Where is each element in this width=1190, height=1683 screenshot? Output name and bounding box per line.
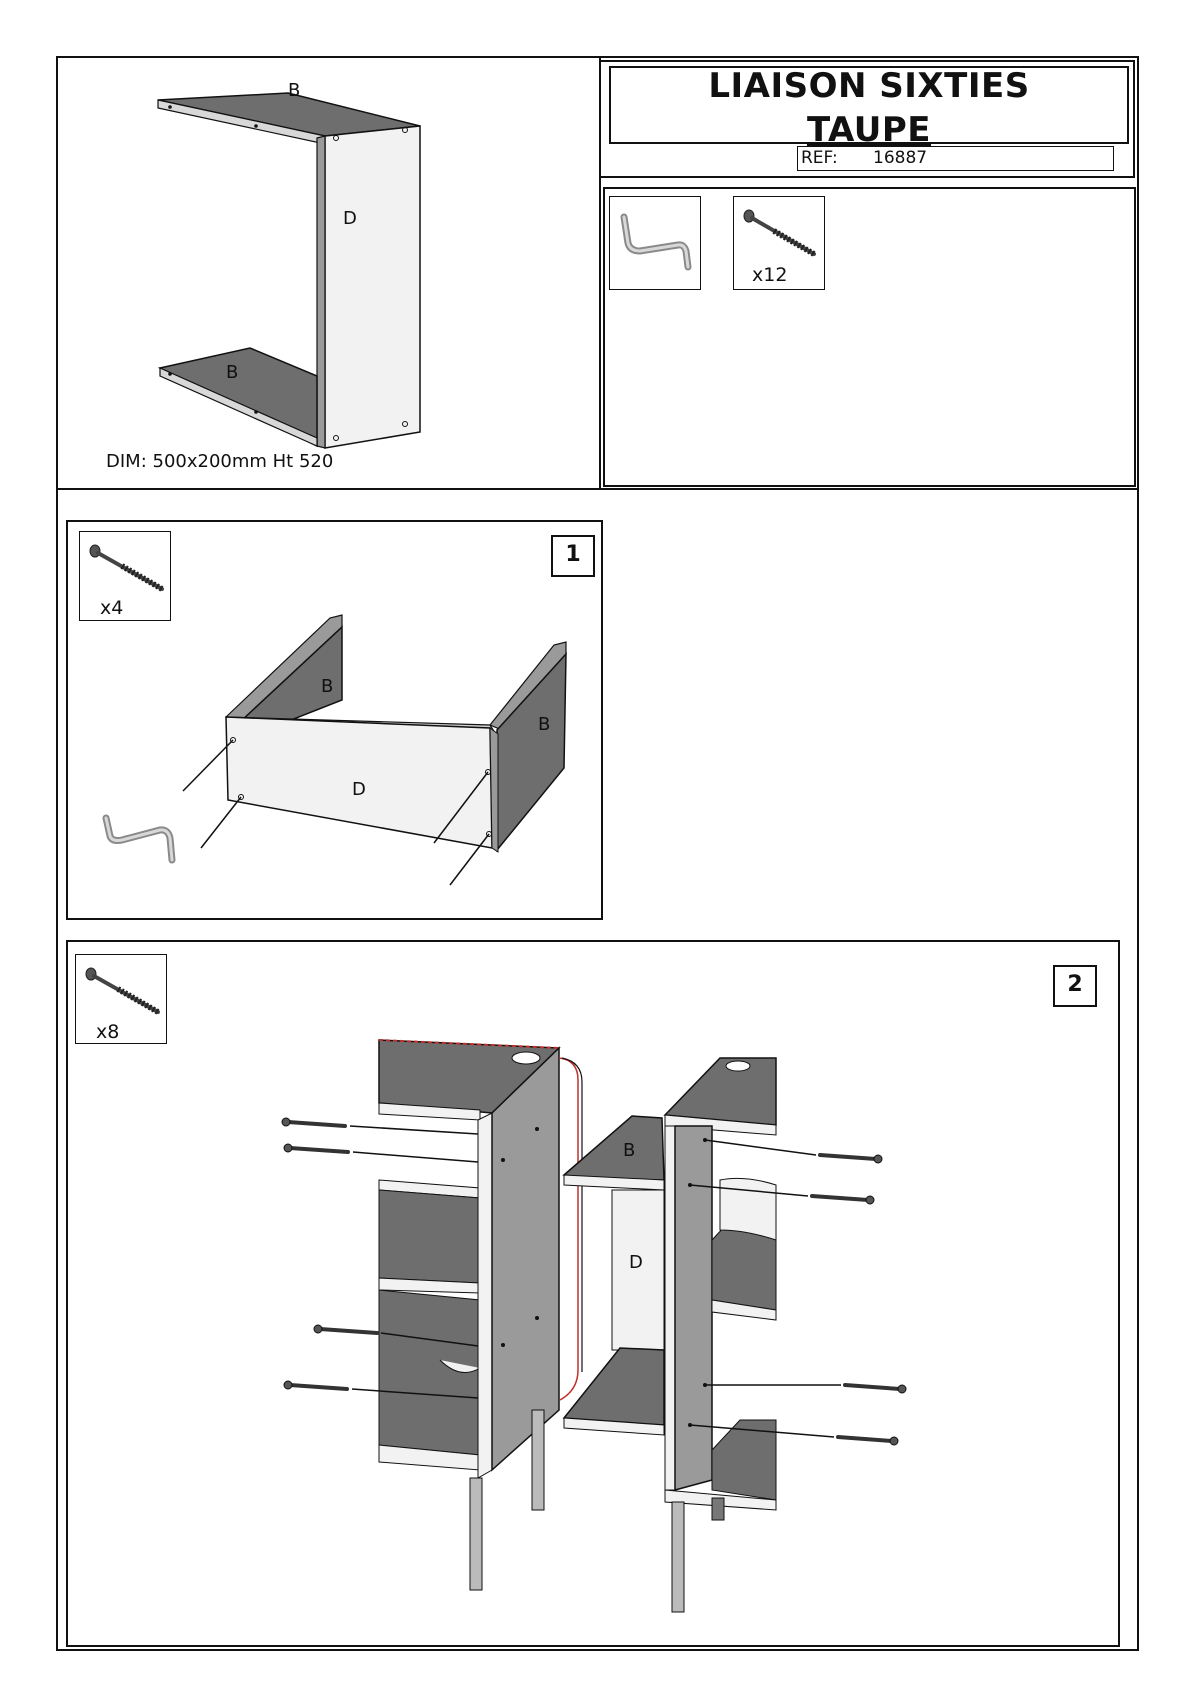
step1-number: 1	[551, 535, 595, 577]
step1-screw-quantity: x4	[100, 597, 124, 619]
hardware-item-allen-key	[609, 196, 701, 290]
screw-icon	[89, 544, 164, 592]
step1-front-panel-label: D	[352, 779, 366, 800]
step2-screw-quantity: x8	[96, 1021, 120, 1043]
reference-box: REF: 16887	[797, 146, 1114, 171]
step2-screw-box: x8	[75, 954, 167, 1044]
step1-illustration	[102, 614, 567, 886]
overview-panel	[56, 56, 601, 490]
screw-quantity: x12	[752, 264, 788, 286]
overview-top-panel-label: B	[288, 80, 301, 101]
title-block	[599, 60, 1135, 178]
step2-d-panel-label: D	[629, 1252, 643, 1273]
title-inner: LIAISON SIXTIES TAUPE	[609, 66, 1129, 150]
overview-side-panel-label: D	[343, 208, 357, 229]
title-line-1: LIAISON SIXTIES	[708, 66, 1030, 106]
step1-screw-box: x4	[79, 531, 171, 621]
step1-left-panel-label: B	[321, 676, 334, 697]
step2-panel	[66, 940, 1120, 1647]
reference-label: REF:	[801, 148, 838, 168]
overview-illustration	[157, 92, 421, 449]
overview-bottom-panel-label: B	[226, 362, 239, 383]
reference-value: 16887	[873, 148, 928, 168]
hardware-panel	[603, 187, 1136, 487]
step1-panel	[66, 520, 603, 920]
step2-b-panel-label: B	[623, 1140, 636, 1161]
screw-icon	[85, 967, 160, 1015]
dimensions-text: DIM: 500x200mm Ht 520	[106, 451, 334, 472]
screw-icon	[743, 209, 816, 257]
step2-number: 2	[1053, 965, 1097, 1007]
step1-right-panel-label: B	[538, 714, 551, 735]
allen-key-icon	[620, 213, 692, 271]
title-line-2: TAUPE	[806, 110, 932, 150]
hardware-item-screw: x12	[733, 196, 825, 290]
